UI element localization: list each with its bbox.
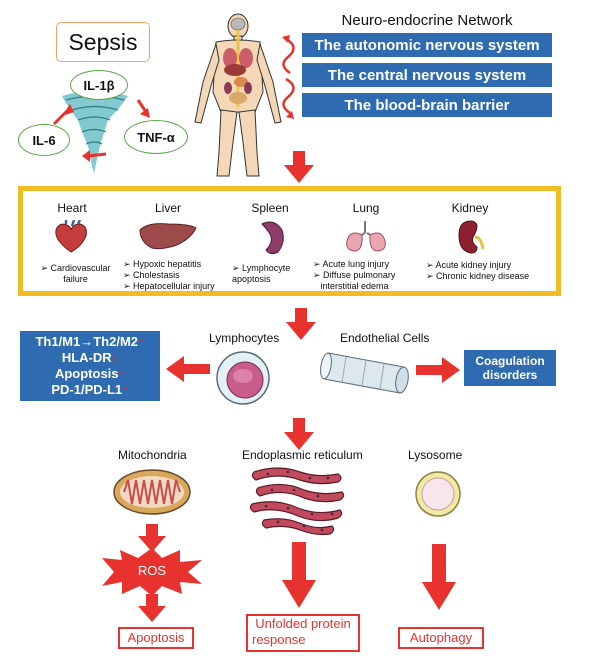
liver-effect-3: Hepatocellular injury — [133, 281, 215, 291]
upr-outcome-line-2: response — [252, 632, 306, 647]
network-item-bbb: The blood-brain barrier — [302, 93, 552, 117]
il1b-ellipse: IL-1β — [70, 70, 128, 100]
mitochondria-icon — [113, 469, 191, 515]
down-arrow-2-icon — [286, 308, 316, 340]
lymphocyte-icon — [216, 351, 270, 405]
lysosome-autophagy-arrow-icon — [422, 544, 456, 610]
sepsis-title-box: Sepsis — [56, 22, 150, 62]
tnfa-ellipse: TNF-α — [124, 120, 188, 154]
apoptosis-outcome: Apoptosis — [118, 627, 194, 649]
liver-effect-2: Cholestasis — [133, 270, 180, 280]
immune-change-3: Apoptosis — [54, 366, 119, 381]
il1b-label: IL-1β — [83, 77, 115, 93]
endothelial-label: Endothelial Cells — [340, 331, 430, 345]
organ-lung-title: Lung — [352, 201, 380, 215]
endoplasmic-reticulum-icon — [249, 467, 345, 536]
lung-effect-1: Acute lung injury — [322, 259, 390, 269]
lung-icon — [346, 221, 386, 252]
organ-spleen-effects: ➢ Lymphocyte apoptosis — [232, 263, 291, 284]
down-arrow-1-icon — [284, 151, 314, 183]
lung-effect-3: interstitial edema — [320, 281, 389, 291]
spleen-icon — [261, 221, 284, 255]
organ-liver-effects: ➢ Hypoxic hepatitis ➢ Cholestasis ➢ Hepa… — [123, 259, 215, 291]
organ-kidney-effects: ➢ Acute kidney injury ➢ Chronic kidney d… — [426, 260, 530, 281]
apoptosis-outcome-label: Apoptosis — [127, 630, 185, 645]
lymphocytes-label: Lymphocytes — [209, 331, 280, 345]
immune-change-4: PD-1/PD-L1 — [51, 382, 123, 397]
organ-kidney-title: Kidney — [451, 201, 489, 215]
spleen-effect-1: Lymphocyte — [242, 263, 291, 273]
curved-arrows-icon — [282, 35, 295, 119]
ros-burst-icon — [102, 548, 202, 596]
spleen-effect-2: apoptosis — [232, 274, 271, 284]
heart-effect-2: failure — [63, 274, 88, 284]
er-label: Endoplasmic reticulum — [242, 448, 363, 462]
tnfa-label: TNF-α — [137, 129, 175, 145]
il6-label: IL-6 — [32, 132, 56, 148]
upr-outcome-line-1: Unfolded protein — [255, 616, 351, 631]
heart-icon — [55, 220, 87, 253]
coagulation-line-1: Coagulation — [475, 354, 545, 368]
sepsis-label: Sepsis — [68, 28, 138, 55]
kidney-effect-1: Acute kidney injury — [435, 260, 512, 270]
immune-changes-box: Th1/M1→Th2/M2↑ HLA-DR↓ Apoptosis↑ PD-1/P… — [20, 331, 160, 401]
organ-heart-title: Heart — [57, 201, 87, 215]
coagulation-box: Coagulation disorders — [464, 350, 556, 386]
organ-heart-effects: ➢ Cardiovascular failure — [40, 263, 111, 284]
network-item-bbb-label: The blood-brain barrier — [344, 96, 510, 114]
mitochondria-label: Mitochondria — [118, 448, 187, 462]
upr-outcome: Unfolded protein response — [246, 614, 360, 652]
immune-change-1: Th1/M1→Th2/M2 — [35, 334, 139, 349]
autophagy-outcome: Autophagy — [398, 627, 484, 649]
lysosome-label: Lysosome — [408, 448, 463, 462]
network-item-central-label: The central nervous system — [327, 66, 527, 84]
endothelial-vessel-icon — [320, 352, 409, 394]
cycle-arrows-icon — [52, 99, 150, 162]
left-arrow-icon — [166, 356, 210, 382]
organ-liver-title: Liver — [154, 201, 181, 215]
autophagy-outcome-label: Autophagy — [409, 630, 473, 645]
down-arrow-3-icon — [284, 418, 314, 450]
human-body-icon — [194, 13, 282, 177]
il6-ellipse: IL-6 — [18, 124, 70, 156]
ros-label: ROS — [137, 563, 167, 578]
right-arrow-icon — [416, 357, 460, 383]
organ-spleen-title: Spleen — [251, 201, 289, 215]
immune-change-2: HLA-DR — [61, 350, 112, 365]
coagulation-line-2: disorders — [482, 368, 538, 382]
er-upr-arrow-icon — [282, 542, 316, 608]
lung-effect-2: Diffuse pulmonary — [323, 270, 396, 280]
ros-apoptosis-arrow-icon — [138, 594, 166, 622]
liver-icon — [139, 223, 197, 250]
mito-ros-arrow-icon — [138, 524, 166, 552]
network-item-autonomic: The autonomic nervous system — [302, 33, 552, 57]
liver-effect-1: Hypoxic hepatitis — [133, 259, 202, 269]
network-item-central: The central nervous system — [302, 63, 552, 87]
kidney-icon — [458, 220, 485, 254]
organ-lung-effects: ➢ Acute lung injury ➢ Diffuse pulmonary … — [313, 259, 396, 291]
network-item-autonomic-label: The autonomic nervous system — [314, 36, 540, 54]
lysosome-icon — [415, 471, 461, 517]
network-title: Neuro-endocrine Network — [341, 12, 513, 29]
heart-effect-1: Cardiovascular — [50, 263, 111, 273]
kidney-effect-2: Chronic kidney disease — [436, 271, 530, 281]
organs-box — [18, 186, 561, 296]
